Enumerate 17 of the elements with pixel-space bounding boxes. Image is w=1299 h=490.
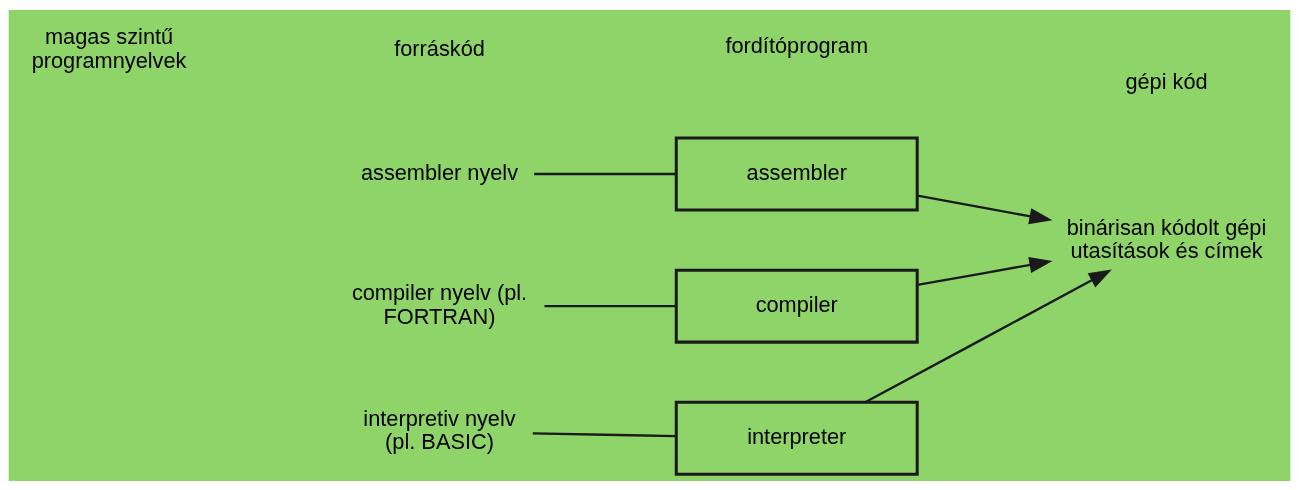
node-text: interpretiv nyelv (pl. BASIC)	[363, 405, 516, 454]
arrow	[864, 268, 1112, 403]
connector	[534, 172, 677, 175]
node-box: interpreter	[674, 400, 919, 476]
label: magas szintű programnyelvek	[31, 23, 187, 73]
node-box: compiler	[674, 268, 919, 344]
label: forráskód	[394, 35, 485, 61]
node-text: binárisan kódolt gépi utasítások és címek	[1066, 214, 1267, 263]
node-text: compiler nyelv (pl. FORTRAN)	[351, 279, 528, 329]
arrow	[917, 194, 1053, 224]
connector	[532, 431, 676, 437]
label: fordítóprogram	[725, 32, 869, 57]
arrow	[917, 256, 1053, 286]
label: gépi kód	[1125, 68, 1208, 94]
node-text: assembler nyelv	[360, 159, 519, 185]
connector	[544, 304, 677, 307]
node-box: assembler	[674, 136, 919, 211]
